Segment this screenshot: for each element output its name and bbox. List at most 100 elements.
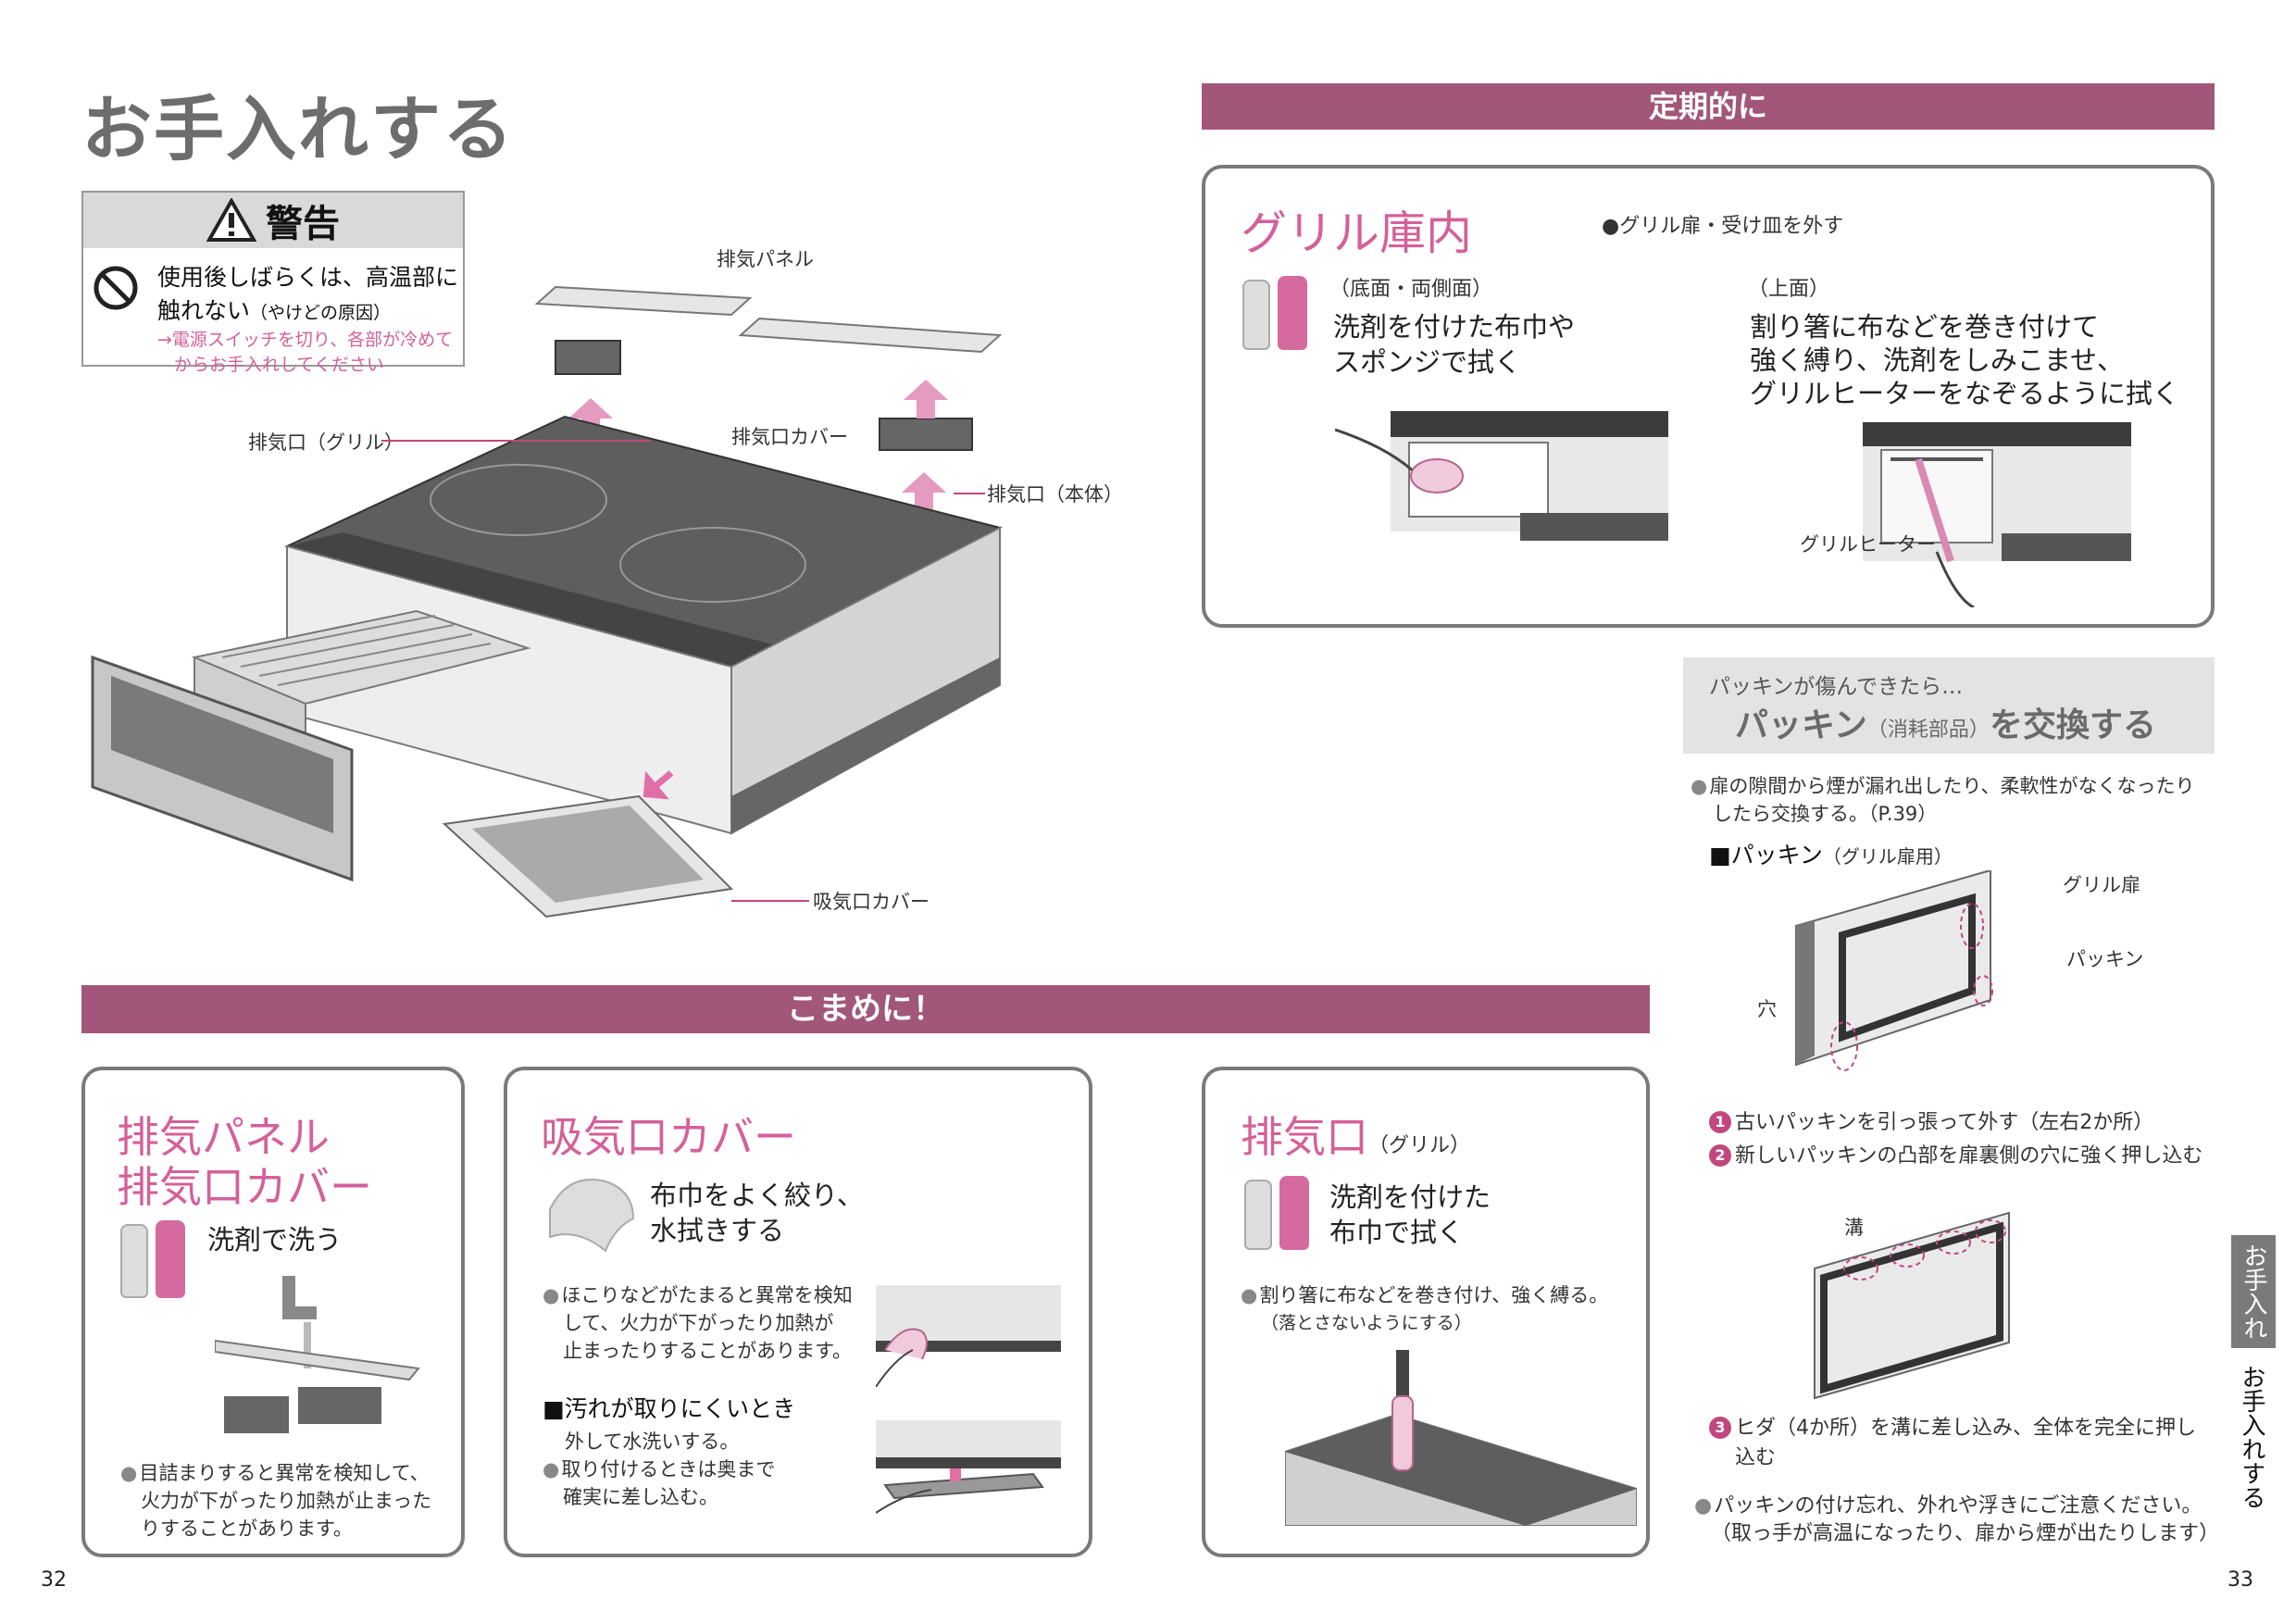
page-number-right: 33	[2227, 1568, 2253, 1592]
packing-groove-illustration	[1814, 1211, 2010, 1400]
detergent-bottle-icon	[1244, 1180, 1272, 1250]
packing-caution-2: （取っ手が高温になったり、扉から煙が出たりします）	[1711, 1522, 2220, 1545]
panel-wash: 洗剤で洗う	[207, 1224, 343, 1255]
label-hole: 穴	[1757, 998, 1777, 1020]
wash-panel-illustration	[215, 1276, 420, 1433]
step-number-2: 2	[1709, 1144, 1731, 1167]
detergent-bottle-pink-icon	[1278, 276, 1307, 350]
label-groove: 溝	[1844, 1217, 1864, 1239]
panel-title-2: 排気口カバー	[117, 1162, 372, 1212]
wipe-exhaust-illustration	[1285, 1350, 1637, 1526]
wipe-bottom-illustration	[1335, 411, 1668, 541]
packing-step-1-text: 古いパッキンを引っ張って外す（左右2か所）	[1735, 1111, 2154, 1134]
label-grill-door: グリル扉	[2063, 874, 2140, 896]
warning-line2-note: （やけどの原因）	[250, 303, 392, 323]
side-tab: お手入れ	[2231, 1235, 2276, 1348]
packing-header-big1: パッキン	[1735, 706, 1867, 744]
step-number-1: 1	[1709, 1111, 1731, 1133]
intake-note-4: 取り付けるときは奥まで	[543, 1455, 775, 1483]
label-intake-cover: 吸気口カバー	[813, 891, 930, 913]
top-label: （上面）	[1748, 278, 1830, 301]
label-exhaust-cover: 排気口カバー	[731, 426, 848, 448]
grill-exhaust-title: 排気口	[1241, 1112, 1368, 1162]
bottom-label: （底面・両側面）	[1329, 278, 1493, 301]
panel-title-1: 排気パネル	[117, 1112, 330, 1162]
leader-exhaust-grill	[381, 440, 650, 442]
packing-step-3-cont: 込む	[1735, 1446, 1777, 1469]
exhaust-panel-box: 排気パネル 排気口カバー 洗剤で洗う 目詰まりすると異常を検知して、 火力が下が…	[81, 1067, 465, 1557]
packing-caution-1: パッキンの付け忘れ、外れや浮きにご注意ください。	[1694, 1493, 2219, 1520]
intake-instruction-2: 水拭きする	[650, 1215, 785, 1246]
packing-step-2-text: 新しいパッキンの凸部を扉裏側の穴に強く押し込む	[1735, 1144, 2203, 1168]
intake-note-2: して、火力が下がったり加熱が	[563, 1312, 834, 1334]
warning-triangle-icon	[206, 198, 256, 242]
bottom-instruction-2: スポンジで拭く	[1333, 346, 1522, 378]
teiki-band: 定期的に	[1202, 83, 2215, 130]
label-exhaust-body: 排気口（本体）	[987, 483, 1123, 506]
label-grill-heater: グリルヒーター	[1800, 533, 1936, 556]
packing-desc-2: したら交換する。（P.39）	[1713, 803, 1938, 825]
grill-exhaust-instruction-1: 洗剤を付けた	[1329, 1181, 1491, 1213]
grill-remove-note: ●グリル扉・受け皿を外す	[1602, 215, 1844, 238]
side-tab-label: お手入れ	[2240, 1243, 2267, 1340]
grill-exhaust-note-1: 割り箸に布などを巻き付け、強く縛る。	[1241, 1281, 1608, 1309]
intake-cover-box: 吸気口カバー 布巾をよく絞り、 水拭きする ほこりなどがたまると異常を検知 して…	[504, 1067, 1092, 1557]
packing-header-big2: （消耗部品）	[1866, 718, 1990, 742]
detergent-bottle-icon	[1242, 280, 1270, 350]
insert-intake-illustration	[876, 1420, 1061, 1514]
intake-note-5: 確実に差し込む。	[563, 1486, 718, 1508]
detergent-bottle-icon	[120, 1224, 148, 1298]
komame-band: こまめに！	[81, 985, 1650, 1033]
warning-box: 警告 使用後しばらくは、高温部に 触れない（やけどの原因） →電源スイッチを切り…	[81, 191, 465, 375]
step-number-3: 3	[1709, 1417, 1731, 1439]
intake-instruction-1: 布巾をよく絞り、	[650, 1180, 864, 1211]
leader-intake-cover	[731, 900, 809, 902]
warning-note1: →電源スイッチを切り、各部が冷めて	[157, 330, 454, 350]
packing-header-small: パッキンが傷んできたら…	[1709, 675, 1964, 699]
warning-note2: からお手入れしてください	[174, 355, 384, 375]
grill-exhaust-note-2: （落とさないようにする）	[1261, 1313, 1472, 1333]
grill-interior-title: グリル庫内	[1241, 206, 1472, 260]
top-instruction-1: 割り箸に布などを巻き付けて	[1750, 311, 2100, 343]
label-packing: パッキン	[2066, 948, 2144, 970]
page-number-left: 32	[41, 1568, 67, 1592]
intake-sub-heading: ■汚れが取りにくいとき	[543, 1395, 796, 1422]
intake-sub-note: 外して水洗いする。	[565, 1430, 740, 1453]
wipe-heater-illustration	[1863, 422, 2131, 607]
intake-note-1: ほこりなどがたまると異常を検知	[543, 1281, 852, 1309]
warning-header: 警告	[83, 193, 463, 248]
panel-note-1: 目詰まりすると異常を検知して、	[120, 1459, 431, 1487]
wet-cloth-icon	[549, 1179, 635, 1253]
grill-door-packing-illustration	[1795, 870, 1993, 1071]
detergent-bottle-pink-icon	[156, 1220, 185, 1298]
wipe-intake-illustration	[876, 1285, 1061, 1387]
detergent-bottle-pink-icon	[1279, 1176, 1309, 1250]
packing-desc-1: 扉の隙間から煙が漏れ出したり、柔軟性がなくなったり	[1691, 772, 2194, 800]
panel-note-3: りすることがあります。	[141, 1518, 353, 1540]
top-instruction-2: 強く縛り、洗剤をしみこませ、	[1750, 344, 2124, 376]
exhaust-grill-box: 排気口（グリル） 洗剤を付けた 布巾で拭く 割り箸に布などを巻き付け、強く縛る。…	[1202, 1067, 1650, 1557]
panel-note-2: 火力が下がったり加熱が止まった	[141, 1490, 432, 1512]
top-instruction-3: グリルヒーターをなぞるように拭く	[1750, 378, 2180, 409]
warning-heading: 警告	[266, 203, 340, 245]
grill-exhaust-title-note: （グリル）	[1368, 1134, 1471, 1157]
label-exhaust-panel: 排気パネル	[717, 248, 814, 270]
grill-interior-box: グリル庫内 ●グリル扉・受け皿を外す （底面・両側面） 洗剤を付けた布巾や スポ…	[1202, 165, 2215, 628]
leader-exhaust-body	[954, 493, 985, 494]
intake-note-3: 止まったりすることがあります。	[563, 1340, 853, 1362]
packing-sub-b: （グリル扉用）	[1822, 845, 1953, 868]
packing-step-3-text: ヒダ（4か所）を溝に差し込み、全体を完全に押し	[1735, 1417, 2196, 1440]
warning-line2: 触れない	[157, 297, 251, 324]
warning-line1: 使用後しばらくは、高温部に	[157, 264, 459, 291]
side-vertical-label: お手入れする	[2238, 1365, 2265, 1509]
packing-header-big3: を交換する	[1989, 706, 2156, 744]
grill-exhaust-instruction-2: 布巾で拭く	[1329, 1217, 1465, 1248]
label-exhaust-grill: 排気口（グリル）	[248, 431, 404, 454]
packing-sub-a: ■パッキン	[1709, 842, 1823, 868]
prohibited-icon	[94, 266, 138, 310]
bottom-instruction-1: 洗剤を付けた布巾や	[1333, 311, 1576, 343]
cooktop-illustration	[91, 285, 1003, 918]
